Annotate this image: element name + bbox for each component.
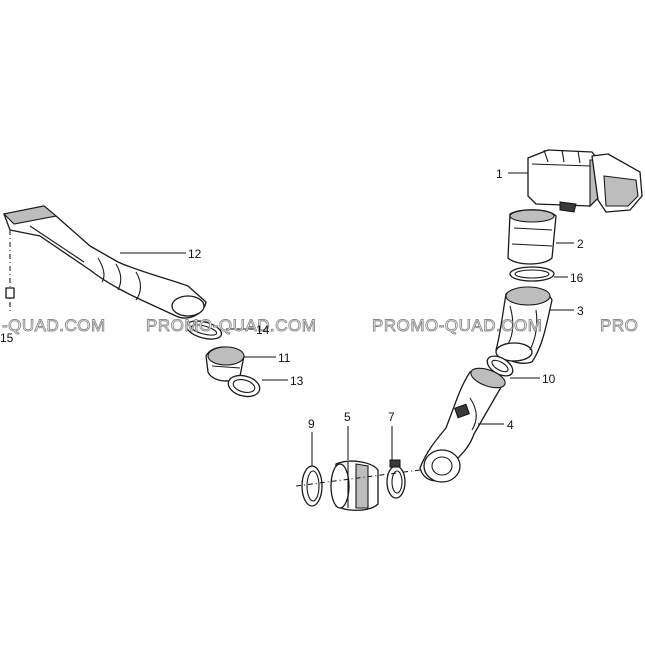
part-12-snorkel	[2, 205, 207, 319]
part-4-tube	[419, 367, 506, 483]
callout-11: 11	[278, 351, 291, 365]
callout-4: 4	[507, 418, 514, 432]
callout-15: 15	[0, 331, 14, 345]
watermark: -QUAD.COM PROMO-QUAD.COM PROMO-QUAD.COM …	[2, 316, 639, 336]
callout-1: 1	[496, 167, 503, 181]
part-9-clamp	[301, 465, 323, 507]
callout-12: 12	[188, 247, 202, 261]
callout-13: 13	[290, 374, 304, 388]
callout-7: 7	[388, 410, 395, 424]
part-5-coupler	[330, 460, 379, 511]
part-13-clamp	[227, 374, 261, 398]
callout-2: 2	[577, 237, 584, 251]
part-14-ring	[185, 320, 223, 340]
callouts: 1 2 16 3 10 4 5 7 9 12 14 11 13 15	[0, 167, 584, 432]
watermark-segment-3: PROMO-QUAD.COM	[372, 316, 542, 335]
callout-16: 16	[570, 271, 584, 285]
part-7-clamp	[386, 459, 406, 499]
leader-lines	[120, 172, 574, 466]
callout-9: 9	[308, 417, 315, 431]
callout-5: 5	[344, 410, 351, 424]
assembly-line-lower	[295, 469, 421, 487]
part-1-airbox	[527, 149, 643, 213]
callout-10: 10	[542, 372, 556, 386]
part-3-elbow	[495, 286, 553, 364]
watermark-segment-1: -QUAD.COM	[2, 316, 106, 335]
watermark-segment-4: PRO	[600, 316, 638, 335]
part-2-boot	[507, 209, 557, 265]
callout-14: 14	[256, 323, 270, 337]
part-15-bolt	[5, 230, 15, 312]
watermark-segment-2: PROMO-QUAD.COM	[146, 316, 316, 335]
part-16-ring	[509, 266, 555, 282]
callout-3: 3	[577, 304, 584, 318]
part-11-coupler	[205, 346, 245, 382]
